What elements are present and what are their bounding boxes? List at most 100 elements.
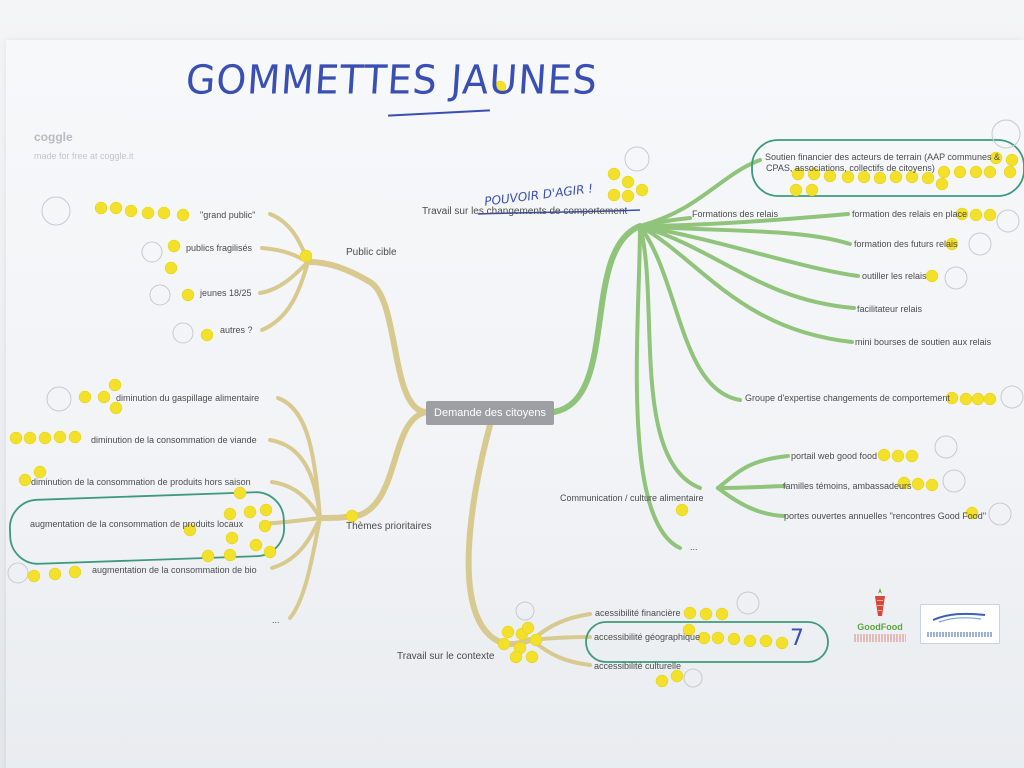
- sticker-dot: [983, 165, 997, 179]
- sticker-dot: [789, 183, 803, 197]
- sticker-dot: [905, 170, 919, 184]
- outline-soutien-financier: [751, 139, 1024, 197]
- sticker-dot: [233, 486, 247, 500]
- sticker-dot: [775, 636, 789, 650]
- sticker-dot: [945, 391, 959, 405]
- handwritten-count-circle: [996, 209, 1020, 233]
- sticker-dot: [953, 165, 967, 179]
- node-facilitateur: facilitateur relais: [857, 304, 923, 314]
- branch-formations-minibourses: [638, 224, 854, 344]
- branch-communication-portes: [716, 486, 786, 518]
- node-contexte: Travail sur le contexte: [397, 651, 495, 662]
- sticker-dot: [529, 633, 543, 647]
- handwritten-count-circle: [683, 668, 703, 688]
- sticker-dot: [675, 503, 689, 517]
- sticker-dot: [27, 569, 41, 583]
- sticker-dot: [108, 378, 122, 392]
- handwritten-count-circle: [1000, 385, 1024, 409]
- branch-public-autres: [260, 260, 310, 332]
- branch-communication-portail: [716, 454, 790, 490]
- goodfood-fineprint: [854, 634, 906, 642]
- sticker-dot: [873, 171, 887, 185]
- branch-communication-familles: [716, 484, 786, 490]
- branch-center-contexte: [465, 422, 533, 648]
- node-portes-ouvertes: portes ouvertes annuelles "rencontres Go…: [784, 511, 987, 521]
- sticker-dot: [823, 169, 837, 183]
- node-acc-financiere: acessibilité financière: [595, 608, 681, 618]
- handwritten-count-circle: [968, 232, 992, 256]
- node-relais-en-place: formation des relais en place: [852, 209, 968, 219]
- sticker-dot: [243, 505, 257, 519]
- node-formations: Formations des relais: [692, 209, 779, 219]
- sticker-dot: [497, 637, 511, 651]
- handwritten-count-circle: [172, 322, 194, 344]
- handwritten-seven: 7: [790, 626, 804, 651]
- sticker-dot: [109, 401, 123, 415]
- node-grand-public: "grand public": [200, 210, 256, 220]
- node-outiller: outiller les relais: [862, 271, 927, 281]
- branch-formations-outiller: [638, 224, 860, 278]
- sticker-dot: [259, 503, 273, 517]
- sticker-dot: [791, 167, 805, 181]
- handwritten-count-circle: [988, 502, 1012, 526]
- sticker-dot: [201, 549, 215, 563]
- branch-formations-soutien: [638, 158, 762, 228]
- sticker-dot: [181, 288, 195, 302]
- node-futurs-relais: formation des futurs relais: [854, 239, 958, 249]
- branch-themes-more: [288, 516, 322, 620]
- sticker-dot: [9, 431, 23, 445]
- sticker-dot: [925, 478, 939, 492]
- sticker-dot: [200, 328, 214, 342]
- sticker-dot: [223, 507, 237, 521]
- branch-center-themes: [317, 409, 429, 521]
- sticker-dot: [183, 523, 197, 537]
- sticker-dot: [94, 201, 108, 215]
- sticker-dot: [53, 430, 67, 444]
- sticker-dot: [223, 548, 237, 562]
- sticker-dot: [759, 634, 773, 648]
- swoosh-icon: [932, 612, 986, 623]
- sticker-dot: [299, 249, 313, 263]
- sticker-dot: [877, 448, 891, 462]
- goodfood-logo: GoodFood: [852, 586, 908, 648]
- sticker-dot: [525, 650, 539, 664]
- sticker-dot: [18, 473, 32, 487]
- sticker-dot: [683, 606, 697, 620]
- sticker-dot: [157, 206, 171, 220]
- node-publics-fragilises: publics fragilisés: [186, 243, 253, 253]
- node-comportement-more: ...: [690, 542, 698, 552]
- sticker-dot: [911, 477, 925, 491]
- handwritten-count-circle: [149, 284, 171, 306]
- strike-line: [477, 209, 641, 215]
- handwritten-count-circle: [944, 266, 968, 290]
- node-acc-culturelle: accessibilité culturelle: [594, 661, 682, 671]
- sticker-dot: [225, 531, 239, 545]
- sticker-dot: [969, 208, 983, 222]
- sticker-dot: [697, 631, 711, 645]
- sticker-dot: [971, 392, 985, 406]
- node-themes-more: ...: [272, 615, 280, 625]
- sticker-dot: [743, 634, 757, 648]
- sticker-dot: [965, 506, 979, 520]
- sticker-dot: [1005, 153, 1019, 167]
- node-jeunes: jeunes 18/25: [200, 288, 252, 298]
- sticker-dot: [509, 650, 523, 664]
- handwritten-count-circle: [41, 196, 71, 226]
- sticker-dot: [711, 631, 725, 645]
- sticker-dot: [164, 261, 178, 275]
- node-autres: autres ?: [220, 325, 253, 335]
- sticker-dot: [983, 208, 997, 222]
- center-node: Demande des citoyens: [426, 401, 554, 425]
- branch-themes-locaux: [260, 516, 322, 526]
- branch-comportement-more: [634, 224, 682, 550]
- node-hors-saison: diminution de la consommation de produit…: [31, 477, 251, 487]
- branch-formations-facilitateur: [638, 224, 856, 310]
- sticker-dot: [141, 206, 155, 220]
- branch-public-jeunes: [258, 260, 310, 295]
- sticker-dot: [1003, 165, 1017, 179]
- sticker-dot: [857, 170, 871, 184]
- handwritten-count-circle: [736, 591, 760, 615]
- node-soutien-1: Soutien financier des acteurs de terrain…: [765, 152, 1000, 162]
